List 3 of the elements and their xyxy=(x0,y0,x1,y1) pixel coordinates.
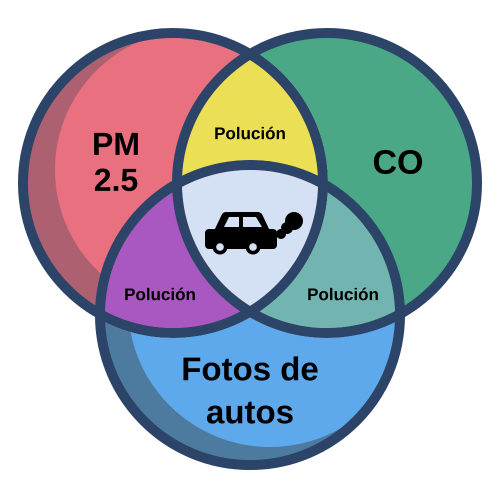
overlap-region: Polución xyxy=(182,60,318,176)
overlap-region: Polución xyxy=(260,192,395,328)
overlap-region: Polución xyxy=(105,192,240,328)
